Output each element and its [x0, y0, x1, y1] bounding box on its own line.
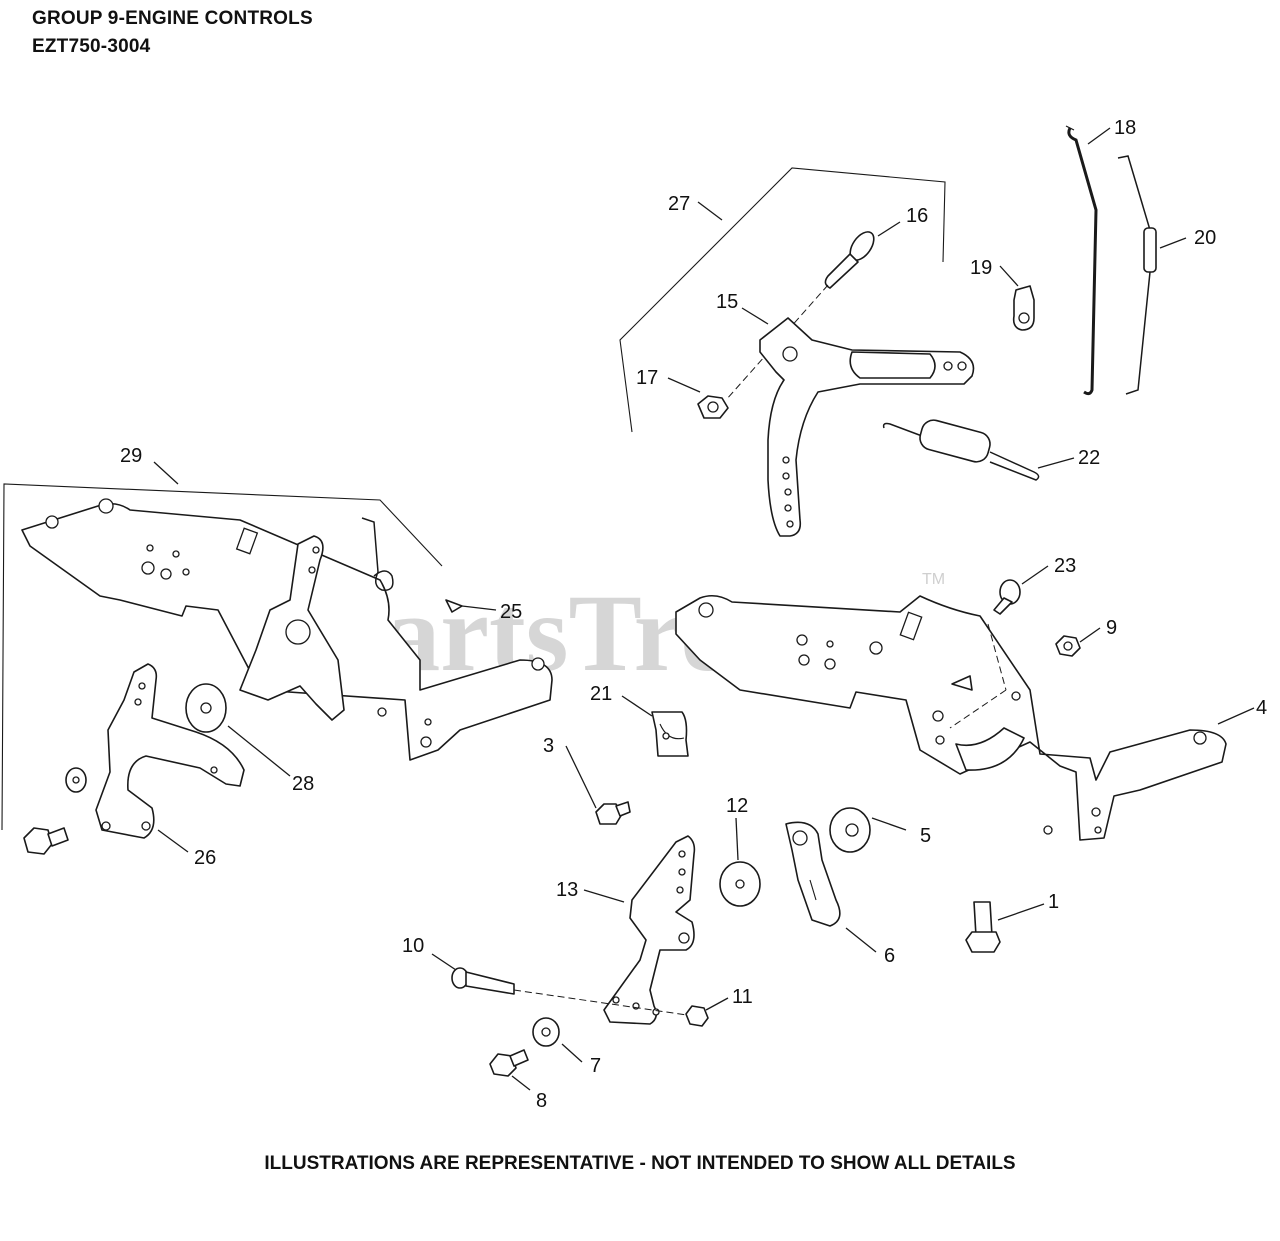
- callout-21: 21: [590, 683, 612, 705]
- part-26-control-lever: [95, 663, 245, 839]
- part-20-spring: [1117, 155, 1157, 395]
- part-1-shoulder-bolt: [965, 901, 1001, 953]
- callout-17: 17: [636, 367, 658, 389]
- part-21-bushing: [651, 711, 689, 757]
- part-3-hex-bolt: [595, 801, 631, 825]
- left-hex-bolt: [23, 827, 69, 855]
- part-12-washer: [719, 861, 761, 907]
- part-16-clevis-pin: [824, 231, 875, 289]
- callout-3: 3: [543, 735, 554, 757]
- group-outline-27: [619, 167, 946, 433]
- callout-4: 4: [1256, 697, 1267, 719]
- callout-11: 11: [732, 986, 753, 1008]
- callout-25: 25: [500, 601, 522, 623]
- part-6-throttle-arm: [785, 821, 841, 927]
- left-washer: [65, 767, 87, 793]
- part-23-shoulder-bolt: [993, 579, 1021, 615]
- callout-9: 9: [1106, 617, 1117, 639]
- callout-15: 15: [716, 291, 738, 313]
- callout-26: 26: [194, 847, 216, 869]
- part-28-washer: [185, 683, 227, 733]
- callout-leaders: [153, 127, 1255, 1091]
- part-29-control-bracket: [21, 498, 553, 761]
- callout-5: 5: [920, 825, 931, 847]
- callout-27: 27: [668, 193, 690, 215]
- disclaimer-note: ILLUSTRATIONS ARE REPRESENTATIVE - NOT I…: [264, 1153, 1016, 1174]
- callout-28: 28: [292, 773, 314, 795]
- part-19-clip: [1012, 285, 1035, 331]
- callout-6: 6: [884, 945, 895, 967]
- callout-16: 16: [906, 205, 928, 227]
- callout-8: 8: [536, 1090, 547, 1112]
- part-22-extension-spring: [882, 419, 1040, 481]
- callout-1: 1: [1048, 891, 1059, 913]
- callout-22: 22: [1078, 447, 1100, 469]
- callout-12: 12: [726, 795, 748, 817]
- part-4-control-bracket: [675, 594, 1227, 841]
- diagram-title: GROUP 9-ENGINE CONTROLS: [32, 8, 313, 29]
- callout-20: 20: [1194, 227, 1216, 249]
- part-13-choke-lever: [603, 835, 696, 1025]
- callout-numbers: 1 3 4 5 6 7 8 9 10 11 12 13 15 16 17 18 …: [120, 117, 1267, 1112]
- watermark-tm: TM: [922, 571, 945, 588]
- part-25-clip: [445, 599, 463, 613]
- callout-19: 19: [970, 257, 992, 279]
- part-7-washer: [532, 1017, 560, 1047]
- callout-29: 29: [120, 445, 142, 467]
- part-11-locknut: [685, 1005, 709, 1027]
- group-outline-29: [1, 483, 443, 831]
- part-5-washer: [829, 807, 871, 853]
- part-18-throttle-rod: [1065, 125, 1098, 396]
- part-15-throttle-lever: [759, 317, 975, 537]
- part-9-hex-nut: [1055, 635, 1081, 657]
- part-8-hex-bolt: [489, 1049, 529, 1077]
- part-10-pin: [451, 967, 515, 995]
- callout-7: 7: [590, 1055, 601, 1077]
- callout-10: 10: [402, 935, 424, 957]
- model-number: EZT750-3004: [32, 36, 151, 57]
- callout-18: 18: [1114, 117, 1136, 139]
- callout-13: 13: [556, 879, 578, 901]
- part-17-locknut: [697, 395, 729, 419]
- callout-23: 23: [1054, 555, 1076, 577]
